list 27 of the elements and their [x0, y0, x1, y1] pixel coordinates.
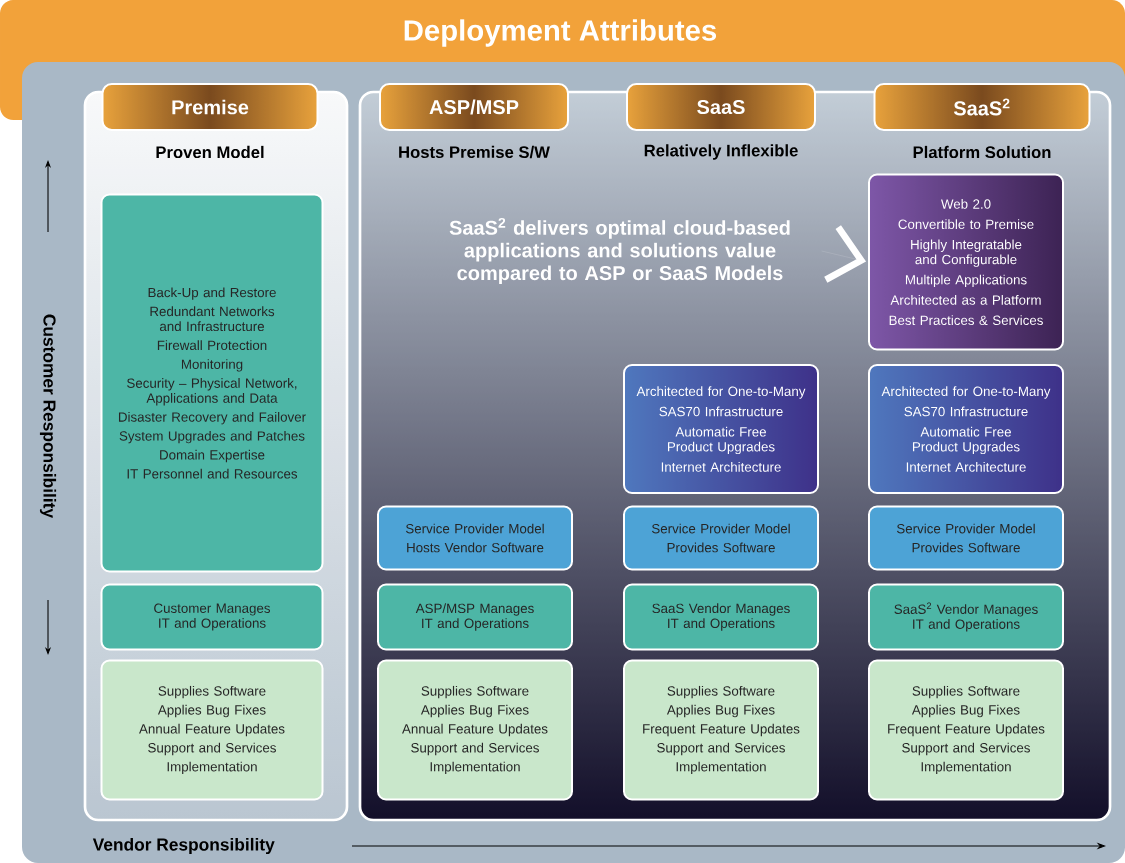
info-box: Service Provider Model Provides Software — [623, 505, 819, 571]
column-tab: SaaS — [626, 83, 816, 131]
info-box: Back-Up and Restore Redundant Networks and Infrastructure Firewall Protection Monitoring Security – Physical Network, Applications and Data Disaster Recovery and Failover System Upgrades and Patches Domain Expertise IT Personnel and Resources — [100, 193, 324, 573]
column-tab: SaaS$^{2}$ — [873, 83, 1091, 131]
info-box: Web 2.0 Convertible to Premise Highly Integratable and Configurable Multiple Applications Architected as a Platform Best Practices & Services — [868, 173, 1064, 351]
info-box: Service Provider Model Hosts Vendor Software — [377, 505, 573, 571]
info-box: Architected for One-to-Many SAS70 Infrastructure Automatic Free Product Upgrades Internet Architecture — [868, 364, 1064, 494]
info-box: SaaS Vendor Manages IT and Operations — [623, 583, 819, 651]
info-box: Supplies Software Applies Bug Fixes Frequent Feature Updates Support and Services Implementation — [623, 659, 819, 801]
column-subtitle: Relatively Inflexible — [644, 144, 798, 160]
column-subtitle: Hosts Premise S/W — [399, 145, 550, 159]
column-tab: Premise — [101, 83, 319, 131]
title: Deployment Attributes — [404, 19, 717, 47]
axis-label: Customer Responsibility — [39, 314, 57, 518]
axis-label: Vendor Responsibility — [92, 837, 275, 855]
info-box: Architected for One-to-Many SAS70 Infrastructure Automatic Free Product Upgrades Internet Architecture — [623, 364, 819, 494]
info-box: Supplies Software Applies Bug Fixes Annual Feature Updates Support and Services Implementation — [377, 659, 573, 801]
column-subtitle: Platform Solution — [913, 145, 1051, 159]
info-box: Customer Manages IT and Operations — [100, 583, 324, 651]
info-box: Service Provider Model Provides Software — [868, 505, 1064, 571]
callout-text: SaaS$^{2}$ delivers optimal cloud-based applications and solutions value compared to ASP or SaaS Models — [449, 217, 790, 285]
column-subtitle: Proven Model — [156, 145, 264, 159]
info-box: SaaS$^{2}$ Vendor Manages IT and Operations — [868, 583, 1064, 651]
info-box: Supplies Software Applies Bug Fixes Annual Feature Updates Support and Services Implementation — [100, 659, 324, 801]
column-tab: ASP/MSP — [379, 83, 569, 131]
info-box: Supplies Software Applies Bug Fixes Frequent Feature Updates Support and Services Implementation — [868, 659, 1064, 801]
info-box: ASP/MSP Manages IT and Operations — [377, 583, 573, 651]
